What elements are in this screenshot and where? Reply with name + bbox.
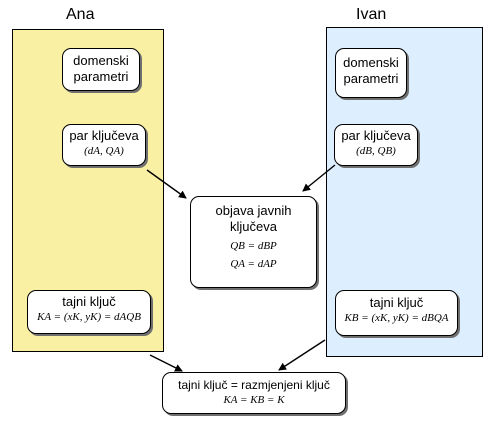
publish-keys-box: objava javnih ključeva QB = dBP QA = dAP <box>190 196 317 288</box>
ivan-secret-key-label: tajni ključ <box>369 295 424 310</box>
ana-secret-key-box: tajni ključ KA = (xK, yK) = dAQB <box>27 290 151 334</box>
ana-key-pair-label: par ključeva <box>69 128 139 143</box>
arrow-ivan-keypair-to-publish <box>302 164 336 192</box>
ana-secret-key-label: tajni ključ <box>62 294 116 309</box>
arrow-ivan-secret-to-shared <box>278 339 326 371</box>
ivan-secret-key-formula: KB = (xK, yK) = dBQA <box>344 312 449 324</box>
ana-domain-params-box: domenski parametri <box>62 48 140 91</box>
party-name-ana: Ana <box>66 6 95 23</box>
ivan-key-pair-label: par ključeva <box>341 128 411 143</box>
shared-key-formula: KA = KB = K <box>223 394 285 406</box>
ivan-key-pair-formula: (dB, QB) <box>356 145 396 157</box>
ana-key-pair-box: par ključeva (dA, QA) <box>62 124 146 166</box>
shared-key-label: tajni ključ = razmjenjeni ključ <box>178 378 330 392</box>
shared-key-box: tajni ključ = razmjenjeni ključ KA = KB … <box>162 372 346 414</box>
publish-formula-b: QB = dBP <box>230 240 277 252</box>
party-name-ivan: Ivan <box>356 6 387 23</box>
ivan-secret-key-box: tajni ključ KB = (xK, yK) = dBQA <box>335 290 458 336</box>
ana-secret-key-formula: KA = (xK, yK) = dAQB <box>37 311 141 323</box>
publish-formula-a: QA = dAP <box>230 258 277 270</box>
ana-domain-params-label: domenski parametri <box>73 53 129 84</box>
ana-key-pair-formula: (dA, QA) <box>84 145 124 157</box>
publish-keys-label: objava javnih ključeva <box>215 203 292 234</box>
arrow-ana-secret-to-shared <box>149 354 183 372</box>
ivan-domain-params-box: domenski parametri <box>335 48 407 98</box>
arrow-ana-keypair-to-publish <box>146 169 187 199</box>
ivan-key-pair-box: par ključeva (dB, QB) <box>334 124 418 166</box>
ivan-domain-params-label: domenski parametri <box>343 55 399 86</box>
